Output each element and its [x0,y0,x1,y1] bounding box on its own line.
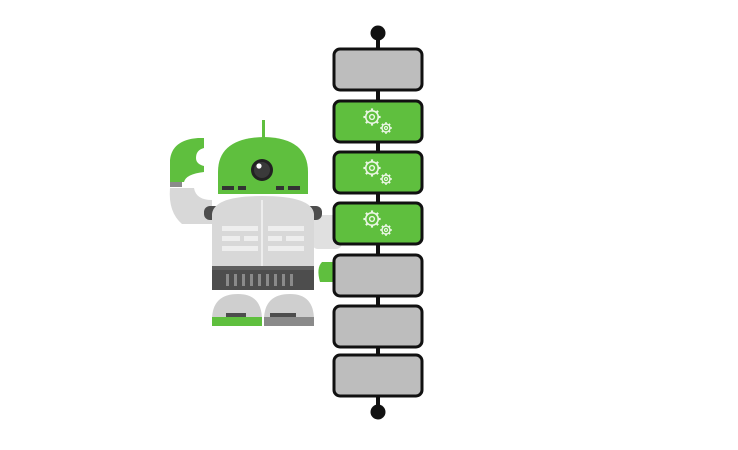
robot-belt [212,266,314,290]
pipeline-block [332,47,424,92]
pipeline-start-node [370,25,386,41]
pipeline-block-active [332,201,424,246]
robot-head [218,137,308,194]
pipeline-block [332,304,424,349]
process-chain-icon [332,25,424,420]
robot-antenna [262,120,265,140]
pipeline-block-active [332,99,424,144]
robot-feet [212,294,314,326]
robot-raised-arm [169,138,212,224]
robot-torso [212,196,314,270]
robot-icon [169,120,342,326]
pipeline-block-active [332,150,424,195]
pipeline-block [332,353,424,398]
pipeline-end-node [370,404,386,420]
pipeline-block [332,253,424,298]
